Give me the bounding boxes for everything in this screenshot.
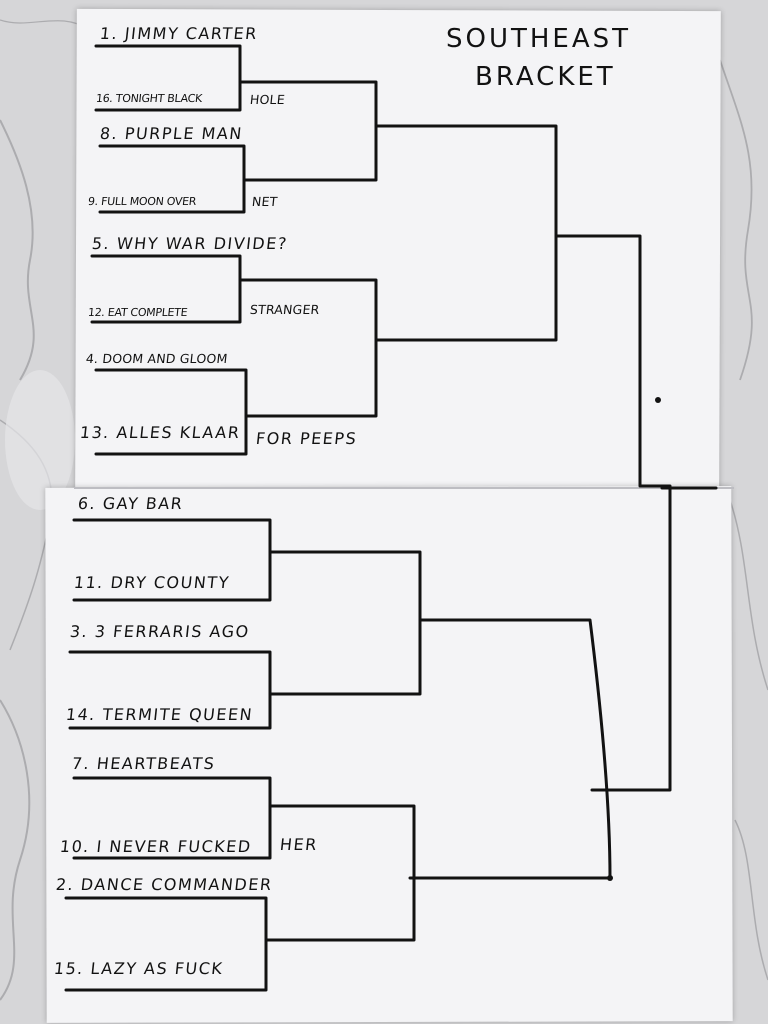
seed-12-cont: STRANGER xyxy=(249,302,321,317)
seed-16: 16. TONIGHT BLACK xyxy=(95,92,203,105)
seed-11: 11. DRY COUNTY xyxy=(73,573,231,592)
round2-line-a xyxy=(238,80,378,182)
seed-3: 3. 3 FERRARIS AGO xyxy=(69,622,251,641)
seed-14: 14. TERMITE QUEEN xyxy=(65,705,255,724)
match-line-1-16 xyxy=(94,44,242,112)
seed-6: 6. GAY BAR xyxy=(77,494,185,513)
seed-9: 9. FULL MOON OVER xyxy=(87,195,197,208)
title-line-2: BRACKET xyxy=(475,62,616,92)
seed-13-cont: FOR PEEPS xyxy=(255,429,359,448)
round2-line-d xyxy=(264,804,416,942)
seed-10: 10. I NEVER FUCKED xyxy=(59,837,253,856)
final-line xyxy=(554,234,672,792)
seed-15: 15. LAZY AS FUCK xyxy=(53,959,225,978)
match-line-6-11 xyxy=(72,518,272,602)
seed-9-cont: NET xyxy=(251,194,279,209)
match-line-4-13 xyxy=(94,368,248,456)
title-line-1: SOUTHEAST xyxy=(446,24,632,54)
seed-16-cont: HOLE xyxy=(249,92,286,107)
round2-line-b xyxy=(238,278,378,418)
seed-2: 2. DANCE COMMANDER xyxy=(55,875,274,894)
seed-10-cont: HER xyxy=(279,835,319,854)
round2-line-c xyxy=(268,550,422,696)
seed-4: 4. DOOM AND GLOOM xyxy=(85,351,229,366)
seed-8: 8. PURPLE MAN xyxy=(99,124,244,143)
round3-line-bottom xyxy=(408,618,612,880)
match-line-2-15 xyxy=(64,896,268,992)
seed-13: 13. ALLES KLAAR xyxy=(79,423,242,442)
match-line-7-10 xyxy=(72,776,272,860)
sheet-seam xyxy=(74,487,734,489)
round3-line-top xyxy=(374,124,558,342)
match-line-3-14 xyxy=(68,650,272,730)
seed-7: 7. HEARTBEATS xyxy=(71,754,217,773)
seed-1: 1. JIMMY CARTER xyxy=(99,24,259,43)
seed-5: 5. WHY WAR DIVIDE? xyxy=(91,234,289,253)
seed-12: 12. EAT COMPLETE xyxy=(87,306,188,319)
match-line-5-12 xyxy=(90,254,242,324)
